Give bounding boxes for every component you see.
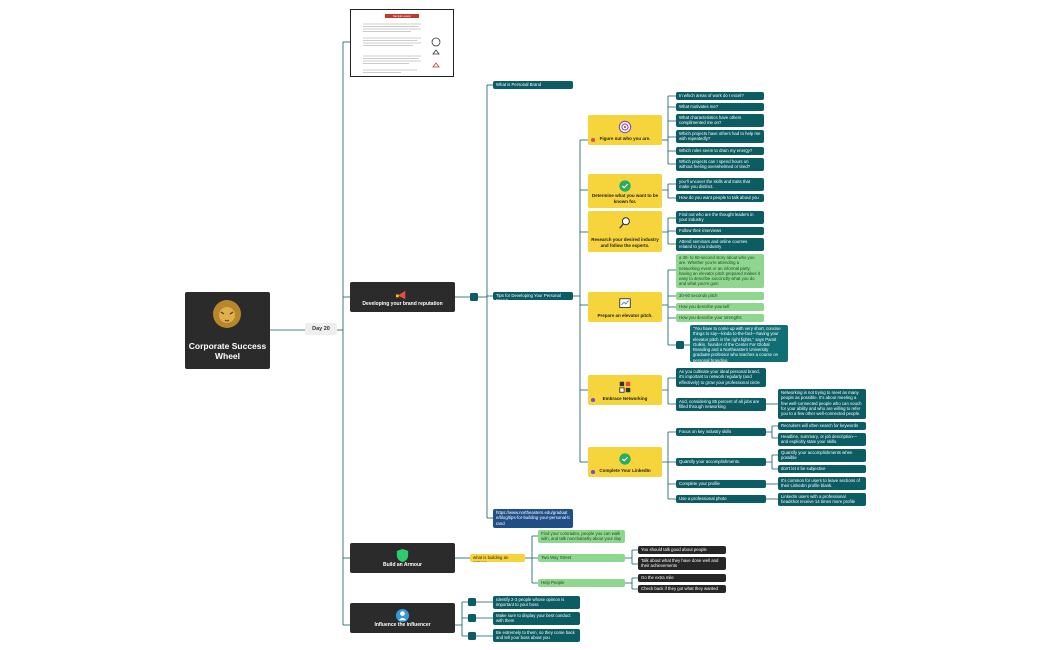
elevator-item[interactable]: How you describe your strengths: [676, 314, 764, 322]
figure-item[interactable]: Which roles seem to drain my energy?: [676, 147, 764, 155]
armour-two-way-street[interactable]: Two Way Street: [538, 554, 625, 562]
linkedin-detail[interactable]: Recruiters will often search for keyword…: [778, 422, 866, 430]
figure-item[interactable]: Which projects can I spend hours on with…: [676, 158, 764, 171]
networking-detail[interactable]: Networking is not trying to meet as many…: [778, 389, 866, 419]
task-elevator-pitch[interactable]: Prepare an elevator pitch.: [588, 292, 662, 322]
thumbnail-title-bar: [385, 14, 419, 18]
thumbnail-text-lines: [363, 23, 441, 73]
elevator-item[interactable]: How you describe yourself: [676, 303, 764, 311]
topic-what-personal-brand[interactable]: What is Personal Brand: [493, 81, 573, 89]
check-circle-icon: [619, 453, 631, 465]
linkedin-item[interactable]: Complete your profile: [676, 480, 766, 488]
megaphone-icon: [395, 290, 406, 300]
linkedin-detail[interactable]: Quantify your accomplishments when possi…: [778, 449, 866, 462]
linkedin-item[interactable]: Quantify your accomplishments.: [676, 458, 766, 466]
determine-item[interactable]: How do you want people to talk about you: [676, 194, 764, 202]
target-icon: [618, 120, 632, 134]
priority-marker: [591, 470, 595, 474]
help-item[interactable]: Check back if they got what they wanted: [638, 585, 726, 593]
armour-what[interactable]: what is building an armour: [470, 554, 525, 562]
lesson-thumbnail[interactable]: Sample Lesson: [350, 9, 454, 77]
figure-item[interactable]: In which areas of work do I excel?: [676, 92, 764, 100]
influence-item[interactable]: Be extremely to them, so they come back …: [493, 629, 580, 642]
figure-item[interactable]: What characteristics have others complim…: [676, 114, 764, 127]
branch-influence-influencer[interactable]: Influence the influencer: [350, 603, 455, 633]
elevator-item[interactable]: a 30- to 60-second story about who you a…: [676, 254, 764, 288]
task-determine[interactable]: Determine what you want to be known for.: [588, 174, 662, 208]
presentation-icon: [619, 298, 631, 308]
topic-source-link[interactable]: https://www.northeastern.edu/graduate/bl…: [493, 509, 573, 528]
priority-marker: [591, 398, 595, 402]
magnifier-icon: [619, 217, 630, 229]
networking-item[interactable]: And, considering 85 percent of all jobs …: [676, 398, 766, 411]
thumbnail-title: Sample Lesson: [393, 14, 411, 18]
task-figure-out[interactable]: Figure out who you are.: [588, 115, 662, 145]
linkedin-item[interactable]: Focus on key industry skills: [676, 428, 766, 436]
research-item[interactable]: Find out who are the thought leaders in …: [676, 211, 764, 224]
research-item[interactable]: Attend seminars and online courses relat…: [676, 238, 764, 251]
two-way-item[interactable]: Talk about what they have done well and …: [638, 557, 726, 570]
influence-toggle[interactable]: [468, 614, 476, 622]
shield-icon: [396, 548, 409, 563]
help-item[interactable]: Go the extra mile: [638, 574, 726, 582]
elevator-quote[interactable]: "You have to come up with very short, co…: [690, 325, 788, 362]
linkedin-detail[interactable]: don't let it be subjective: [778, 465, 866, 473]
determine-item[interactable]: you'll uncover the skills and traits tha…: [676, 178, 764, 191]
armour-comrades[interactable]: Find your comrades, people you can walk …: [538, 530, 625, 543]
linkedin-detail[interactable]: LinkedIn users with a professional heads…: [778, 493, 866, 506]
root-node[interactable]: Corporate Success Wheel: [185, 292, 270, 369]
influence-item[interactable]: Identify 2-3 people whose opinion is imp…: [493, 596, 580, 609]
branch-build-armour[interactable]: Build an Armour: [350, 543, 455, 573]
armour-help-people[interactable]: Help People: [538, 579, 625, 587]
elevator-item[interactable]: 30-60 seconds pitch: [676, 292, 764, 300]
task-networking[interactable]: Embrace Networking: [588, 375, 662, 405]
elevator-quote-toggle[interactable]: [676, 341, 684, 349]
linkedin-detail[interactable]: It's common for users to leave sections …: [778, 477, 866, 490]
network-icon: [619, 381, 631, 393]
research-item[interactable]: Follow their interviews: [676, 227, 764, 235]
task-linkedin[interactable]: Complete Your LinkedIn: [588, 447, 662, 477]
lion-icon: [213, 300, 241, 328]
topic-tips-personal-brand[interactable]: Tips for Developing Your Personal Brand: [493, 292, 573, 300]
priority-marker: [591, 138, 595, 142]
linkedin-detail[interactable]: Headline, summary, or job description—an…: [778, 433, 866, 446]
two-way-item[interactable]: You should talk good about people: [638, 546, 726, 554]
checkmark-badge-icon: [619, 180, 631, 192]
people-icon: [395, 608, 410, 623]
root-title: Corporate Success Wheel: [188, 341, 267, 361]
figure-item[interactable]: Which projects have others had to help m…: [676, 130, 764, 143]
linkedin-item[interactable]: Use a professional photo: [676, 495, 766, 503]
networking-item[interactable]: As you cultivate your ideal personal bra…: [676, 368, 766, 387]
influence-toggle[interactable]: [468, 632, 476, 640]
influence-item[interactable]: Make sure to display your best conduct w…: [493, 612, 580, 625]
branch-brand-reputation[interactable]: Developing your brand reputation: [350, 282, 455, 312]
task-research[interactable]: Research your desired industry and follo…: [588, 211, 662, 252]
influence-toggle[interactable]: [468, 598, 476, 606]
day-label[interactable]: Day 20: [305, 323, 337, 335]
figure-item[interactable]: What motivates me?: [676, 103, 764, 111]
brand-collapse-toggle[interactable]: [470, 293, 478, 301]
